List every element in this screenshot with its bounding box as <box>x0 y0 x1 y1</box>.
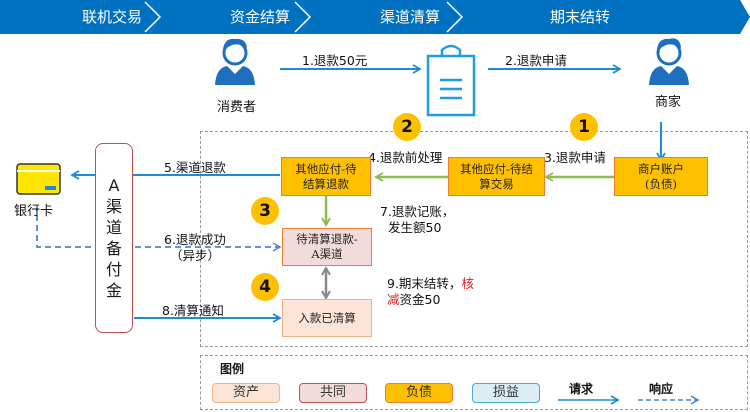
badge-4: 4 <box>251 273 279 301</box>
step-3-label: 3.退款申请 <box>544 150 606 165</box>
account-line: 其他应付-待 <box>295 161 357 176</box>
channel-reserve-fund: A 渠 道 备 付 金 <box>95 143 133 333</box>
legend-profit-loss: 损益 <box>472 383 540 403</box>
step-5-label: 5.渠道退款 <box>164 160 226 175</box>
merchant-icon <box>649 38 689 85</box>
step-9-highlight: 核 <box>461 276 474 291</box>
channel-char: 渠 <box>105 197 122 216</box>
badge-2: 2 <box>393 113 421 141</box>
account-line: A渠道 <box>311 247 343 261</box>
legend-asset: 资产 <box>212 383 280 403</box>
step-1-label: 1.退款50元 <box>302 53 368 68</box>
step-6-label: 6.退款成功 <box>164 232 226 247</box>
legend-liability: 负债 <box>385 383 453 403</box>
account-line: 待清算退款- <box>296 232 358 246</box>
merchant-label: 商家 <box>655 95 682 110</box>
stage-bar <box>0 0 750 34</box>
step-9-label: 9.期末结转，核 <box>387 273 474 292</box>
channel-char: 道 <box>105 218 122 237</box>
legend-request-label: 请求 <box>569 382 594 396</box>
channel-char: A <box>108 176 120 195</box>
account-line: (负债) <box>645 176 677 191</box>
pending-refund-box: 其他应付-待 结算退款 <box>281 157 371 196</box>
legend-common: 共同 <box>299 383 367 403</box>
bank-card-icon <box>16 163 61 195</box>
stage-fund-settlement: 资金结算 <box>229 8 290 26</box>
consumer-label: 消费者 <box>217 100 257 115</box>
stage-online-trade: 联机交易 <box>81 8 142 26</box>
step-6-async-label: （异步） <box>170 248 221 263</box>
account-line: 结算退款 <box>303 176 349 191</box>
account-line: 商户账户 <box>638 161 684 176</box>
step-9-amount-label: 减资金50 <box>387 289 440 308</box>
bank-card-label: 银行卡 <box>14 204 54 219</box>
refund-order-icon <box>426 44 476 117</box>
stage-chevron-2 <box>150 0 310 34</box>
step-2-label: 2.退款申请 <box>505 53 567 68</box>
stage-chevron-1 <box>0 0 160 34</box>
arrow-step-6 <box>36 205 282 252</box>
step-7-amount-label: 发生额50 <box>388 220 442 235</box>
badge-3: 3 <box>251 197 279 225</box>
channel-char: 付 <box>105 260 122 279</box>
step-8-label: 8.清算通知 <box>162 303 224 318</box>
stage-channel-clearing: 渠道清算 <box>379 8 440 26</box>
legend-response-label: 响应 <box>649 382 674 396</box>
cleared-box: 入款已清算 <box>282 299 372 337</box>
channel-char: 金 <box>105 281 122 300</box>
step-9-highlight: 减 <box>387 292 400 307</box>
step-7-label: 7.退款记账， <box>380 204 455 219</box>
badge-1: 1 <box>570 113 598 141</box>
stage-chevron-4 <box>452 0 750 34</box>
channel-char: 备 <box>105 239 122 258</box>
pending-trade-box: 其他应付-待结 算交易 <box>448 157 545 196</box>
consumer-icon <box>215 38 255 85</box>
step-4-label: 4.退款前处理 <box>368 150 443 165</box>
merchant-account-box: 商户账户 (负债) <box>614 157 708 196</box>
account-line: 入款已清算 <box>298 310 356 325</box>
step-9-text: 9.期末结转， <box>387 276 462 291</box>
account-line: 其他应付-待结 <box>460 161 533 176</box>
account-line: 算交易 <box>479 176 514 191</box>
accounting-frame <box>200 131 748 347</box>
step-9-text: 资金50 <box>399 292 441 307</box>
stage-chevron-3 <box>300 0 462 34</box>
legend-frame <box>200 355 748 410</box>
stage-period-end: 期末结转 <box>549 8 610 26</box>
legend-title: 图例 <box>220 362 245 376</box>
clearing-refund-box: 待清算退款- A渠道 <box>282 228 372 266</box>
